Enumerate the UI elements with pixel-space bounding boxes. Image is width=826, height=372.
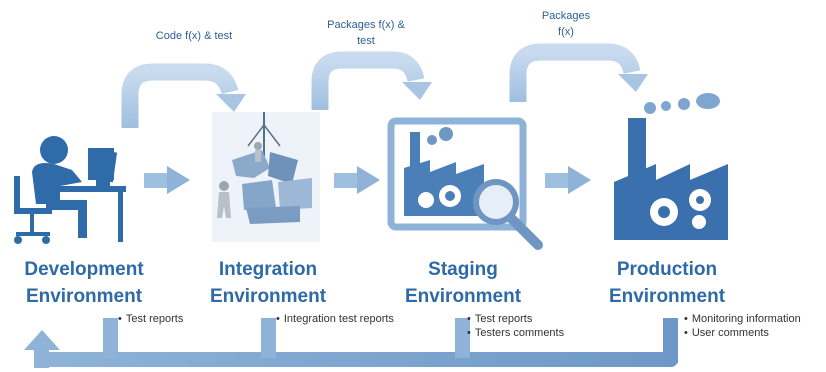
puzzle-crane-icon [212, 112, 320, 242]
env-title-integration: Integration Environment [178, 256, 358, 310]
factory-with-magnifier-icon [387, 117, 543, 250]
flow-label-stg-to-prod-line2: f(x) [558, 26, 574, 38]
arrow-dev-to-int [144, 166, 190, 194]
flow-label-dev-to-int: Code f(x) & test [134, 28, 254, 44]
env-title-development: Development Environment [0, 256, 174, 310]
note-item: User comments [684, 326, 801, 340]
env-title-staging-line2: Environment [404, 286, 522, 307]
flow-label-int-to-stg-line1: Packages f(x) & [327, 19, 405, 31]
curved-arrow-dev-to-int [121, 63, 246, 128]
env-title-development-line2: Environment [25, 286, 143, 307]
arrow-stg-to-prod [545, 166, 591, 194]
arrow-int-to-stg [334, 166, 380, 194]
flow-label-dev-to-int-text: Code f(x) & test [155, 30, 233, 42]
curved-arrow-int-to-stg [311, 51, 432, 110]
env-title-integration-line1: Integration [218, 259, 318, 280]
flow-label-stg-to-prod-line1: Packages [541, 10, 591, 22]
env-title-integration-line2: Environment [209, 286, 327, 307]
env-title-staging: Staging Environment [373, 256, 553, 310]
notes-integration: Integration test reports [276, 312, 394, 326]
flow-label-stg-to-prod: Packages f(x) [516, 8, 616, 40]
note-item: Test reports [118, 312, 183, 326]
notes-staging: Test reports Testers comments [467, 312, 564, 340]
flow-label-int-to-stg: Packages f(x) & test [306, 17, 426, 49]
note-item: Testers comments [467, 326, 564, 340]
feedback-loop-arrow [24, 318, 678, 368]
curved-arrow-stg-to-prod [509, 43, 648, 102]
developer-at-desk-icon [14, 136, 126, 244]
notes-production: Monitoring information User comments [684, 312, 801, 340]
env-title-production-line2: Environment [608, 286, 726, 307]
notes-development: Test reports [118, 312, 183, 326]
note-item: Monitoring information [684, 312, 801, 326]
env-title-development-line1: Development [24, 259, 144, 280]
note-item: Test reports [467, 312, 564, 326]
note-item: Integration test reports [276, 312, 394, 326]
env-title-production: Production Environment [577, 256, 757, 310]
flow-label-int-to-stg-line2: test [357, 35, 375, 47]
factory-gears-icon [614, 93, 728, 240]
env-title-staging-line1: Staging [428, 259, 498, 280]
env-title-production-line1: Production [616, 259, 718, 280]
